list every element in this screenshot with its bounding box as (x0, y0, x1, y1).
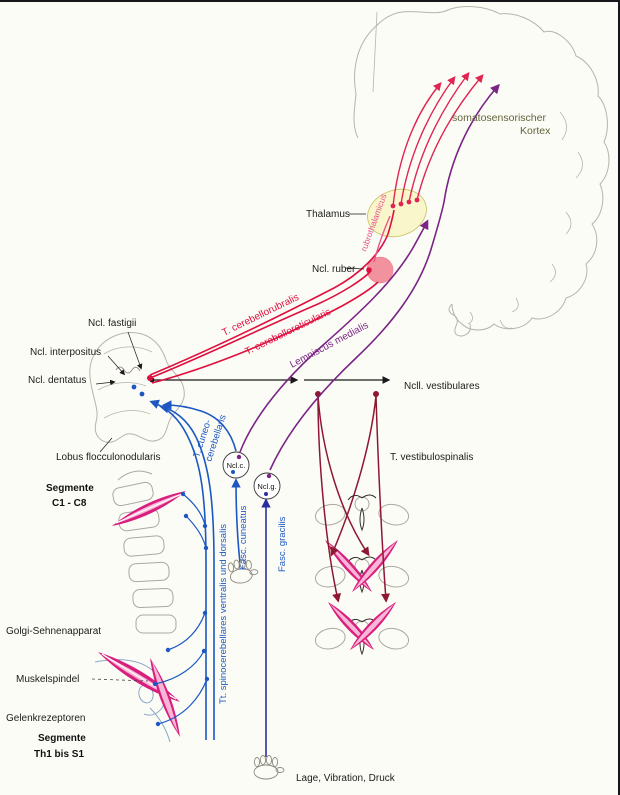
fasciculus-gracilis-tract (261, 492, 271, 757)
cuneocerebellar-tract (162, 400, 237, 452)
label-fasc-gracilis: Fasc. gracilis (277, 516, 288, 572)
limb-muscles (98, 652, 180, 737)
label-ncl-ruber: Ncl. ruber (312, 264, 356, 275)
label-th1-bis-s1: Th1 bis S1 (34, 749, 84, 760)
thoracic-vertebrae (314, 494, 410, 656)
thalamus-ellipse (367, 188, 427, 238)
cervical-spine (112, 470, 177, 634)
brain-outline (353, 6, 610, 337)
cerebellorubral-tracts (147, 209, 395, 384)
ncl-cuneatus-circle (222, 451, 250, 479)
label-segmente-th: Segmente (38, 733, 86, 744)
receptor-hand-upper (227, 558, 259, 584)
thalamus-region (367, 188, 427, 238)
label-golgi: Golgi-Sehnenapparat (6, 626, 101, 637)
label-fasc-cuneatus: Fasc. cuneatus (238, 505, 249, 570)
tract-to-vestibular (149, 376, 391, 384)
label-t-vestibulospinalis: T. vestibulospinalis (390, 452, 473, 463)
label-segmente-c: Segmente (46, 483, 94, 494)
label-gelenkrezeptoren: Gelenkrezeptoren (6, 713, 86, 724)
label-pointers (91, 213, 366, 682)
thalamocortical-fan (390, 71, 484, 209)
fasciculus-cuneatus-tract (231, 470, 241, 564)
cervical-muscle (112, 491, 186, 526)
label-ncl-interpositus: Ncl. interpositus (30, 347, 101, 358)
label-ncl-c: Ncl.c. (227, 461, 246, 470)
label-lage-vibration-druck: Lage, Vibration, Druck (296, 773, 396, 784)
label-ncll-vestibulares: Ncll. vestibulares (404, 381, 480, 392)
label-cortex-line1: somatosensorischer (452, 112, 546, 124)
cerebellum-outline (89, 332, 185, 443)
label-tt-spinocerebellares: Tt. spinocerebellares ventralis und dors… (218, 524, 229, 704)
vestibulospinal-target-muscles (325, 540, 398, 650)
vestibulospinal-tract (315, 391, 391, 603)
label-ncl-fastigii: Ncl. fastigii (88, 318, 136, 329)
lemniscus-medialis-tract (236, 83, 500, 479)
label-ncl-g: Ncl.g. (257, 482, 276, 491)
label-muskelspindel: Muskelspindel (16, 674, 79, 685)
label-segmente-c1-c8: C1 - C8 (52, 498, 87, 509)
receptor-hand-lower (253, 755, 285, 780)
label-ncl-dentatus: Ncl. dentatus (28, 375, 86, 386)
label-lobus-flocculonodularis: Lobus flocculonodularis (56, 452, 161, 463)
label-thalamus: Thalamus (306, 209, 350, 220)
label-cortex-line2: Kortex (520, 125, 551, 137)
